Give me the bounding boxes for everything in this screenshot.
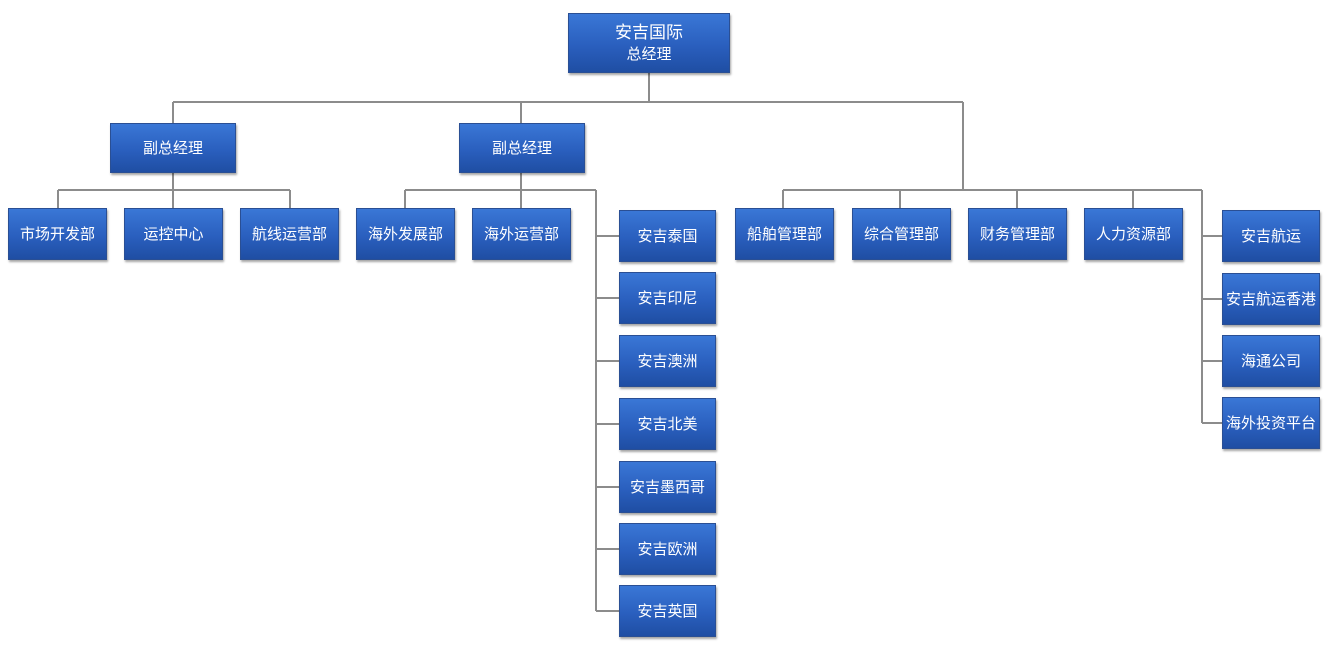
dept-route-ops-node[interactable]: 航线运营部 [240,208,339,260]
dept-hr-label: 人力资源部 [1095,225,1171,243]
root-node-general-manager[interactable]: 安吉国际 总经理 [568,13,730,73]
shipping-sub-node[interactable]: 安吉航运 [1222,210,1320,262]
shipping-sub-node[interactable]: 海通公司 [1222,335,1320,387]
overseas-sub-label: 安吉北美 [637,415,698,433]
overseas-sub-node[interactable]: 安吉北美 [619,398,716,450]
overseas-sub-label: 安吉欧洲 [637,540,698,558]
dept-finance-mgmt-node[interactable]: 财务管理部 [968,208,1067,260]
dept-ops-control-node[interactable]: 运控中心 [124,208,223,260]
root-title: 安吉国际 [615,23,683,43]
dept-general-mgmt-label: 综合管理部 [863,225,939,243]
overseas-sub-node[interactable]: 安吉墨西哥 [619,461,716,513]
dept-overseas-dev-label: 海外发展部 [367,225,443,243]
dept-overseas-dev-node[interactable]: 海外发展部 [356,208,455,260]
vp-left-label: 副总经理 [142,139,203,157]
dept-route-ops-label: 航线运营部 [251,225,327,243]
overseas-sub-label: 安吉泰国 [637,227,698,245]
overseas-sub-node[interactable]: 安吉印尼 [619,272,716,324]
overseas-sub-node[interactable]: 安吉欧洲 [619,523,716,575]
vp-left-node[interactable]: 副总经理 [110,123,236,173]
dept-market-label: 市场开发部 [19,225,95,243]
dept-overseas-ops-label: 海外运营部 [483,225,559,243]
dept-general-mgmt-node[interactable]: 综合管理部 [852,208,951,260]
dept-ops-control-label: 运控中心 [143,225,204,243]
vp-mid-label: 副总经理 [491,139,552,157]
shipping-sub-label: 安吉航运 [1240,227,1301,245]
overseas-sub-label: 安吉澳洲 [637,352,698,370]
overseas-sub-label: 安吉印尼 [637,289,698,307]
shipping-sub-label: 海通公司 [1240,352,1301,370]
dept-ship-mgmt-label: 船舶管理部 [746,225,822,243]
shipping-sub-node[interactable]: 安吉航运香港 [1222,273,1320,325]
dept-overseas-ops-node[interactable]: 海外运营部 [472,208,571,260]
overseas-sub-node[interactable]: 安吉泰国 [619,210,716,262]
overseas-sub-label: 安吉墨西哥 [629,478,705,496]
shipping-sub-node[interactable]: 海外投资平台 [1222,397,1320,449]
shipping-sub-label: 安吉航运香港 [1225,290,1316,308]
root-subtitle: 总经理 [626,45,672,63]
shipping-sub-label: 海外投资平台 [1225,414,1316,432]
dept-market-node[interactable]: 市场开发部 [8,208,107,260]
dept-finance-mgmt-label: 财务管理部 [979,225,1055,243]
overseas-sub-node[interactable]: 安吉英国 [619,585,716,637]
dept-hr-node[interactable]: 人力资源部 [1084,208,1183,260]
overseas-sub-label: 安吉英国 [637,602,698,620]
dept-ship-mgmt-node[interactable]: 船舶管理部 [735,208,834,260]
vp-mid-node[interactable]: 副总经理 [459,123,585,173]
overseas-sub-node[interactable]: 安吉澳洲 [619,335,716,387]
